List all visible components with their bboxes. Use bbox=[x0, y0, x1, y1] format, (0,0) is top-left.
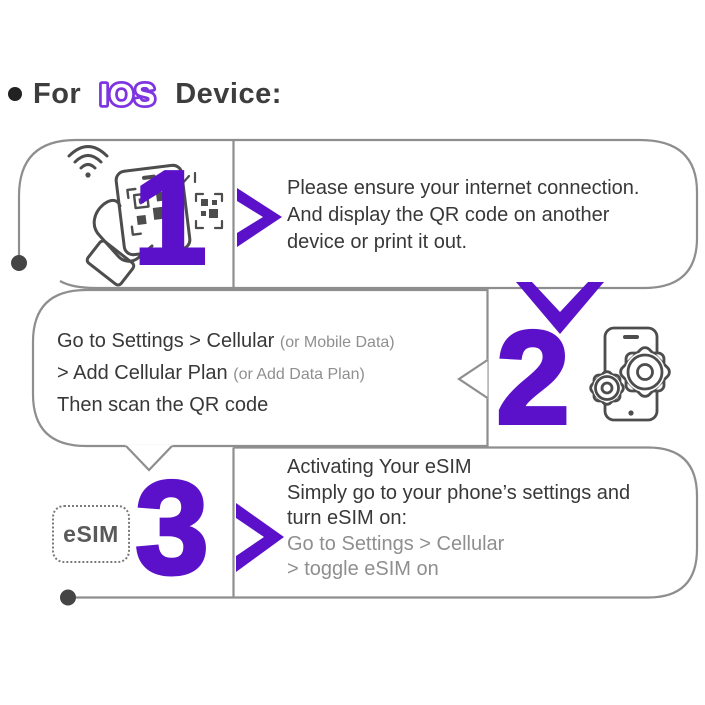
connector-dot-top bbox=[11, 255, 27, 271]
hand-phone-qr-icon bbox=[67, 145, 224, 287]
step3-line5: > toggle eSIM on bbox=[287, 558, 439, 580]
bubble-step1 bbox=[17, 138, 699, 290]
step3-line4: Go to Settings > Cellular bbox=[287, 532, 505, 555]
ios-logo-text: IOS bbox=[100, 77, 156, 112]
step1-number: 1 bbox=[131, 144, 208, 291]
title-prefix: For bbox=[33, 77, 82, 110]
phone-gears-icon bbox=[589, 326, 671, 422]
ios-logo: IOS bbox=[97, 74, 158, 115]
step3-number: 3 bbox=[133, 454, 210, 601]
wifi-icon bbox=[79, 163, 97, 170]
step2-number: 2 bbox=[494, 304, 571, 451]
chevron-right-step1-icon bbox=[237, 188, 282, 247]
step3-line1: Activating Your eSIM bbox=[287, 456, 472, 478]
page-title: For IOS Device: bbox=[8, 72, 282, 116]
step1-line2: And display the QR code on another bbox=[287, 204, 610, 226]
chevron-right-step3-icon bbox=[236, 503, 284, 572]
bullet-icon bbox=[8, 87, 22, 101]
step2-text: Go to Settings > Cellular (or Mobile Dat… bbox=[57, 326, 477, 421]
step2-line2: > Add Cellular Plan (or Add Data Plan) bbox=[57, 362, 365, 384]
esim-badge-label: eSIM bbox=[63, 520, 119, 547]
step3-line3: turn eSIM on: bbox=[287, 507, 408, 529]
bubble-step2-notch bbox=[458, 359, 488, 399]
hand-outline bbox=[92, 198, 154, 263]
bubble-step2 bbox=[31, 288, 489, 448]
gear-large-icon bbox=[619, 346, 671, 398]
step3-line2: Simply go to your phone’s settings and bbox=[287, 481, 631, 504]
step2-line3: Then scan the QR code bbox=[57, 394, 269, 416]
chevron-down-step2-icon bbox=[516, 282, 604, 334]
esim-badge: eSIM bbox=[52, 505, 130, 563]
bubble-step2-tail bbox=[125, 444, 173, 471]
step2-line1: Go to Settings > Cellular (or Mobile Dat… bbox=[57, 330, 395, 352]
step1-line3: device or print it out. bbox=[287, 231, 468, 253]
bubble-step3 bbox=[68, 446, 699, 599]
connector-dot-bottom bbox=[60, 589, 76, 606]
step2-line1-note: (or Mobile Data) bbox=[279, 334, 395, 351]
title-suffix: Device: bbox=[175, 77, 282, 110]
step1-line1: Please ensure your internet connection. bbox=[287, 177, 640, 199]
step1-text: Please ensure your internet connection. … bbox=[287, 175, 687, 256]
step3-text: Activating Your eSIM Simply go to your p… bbox=[287, 455, 692, 583]
gear-small-icon bbox=[589, 370, 625, 406]
step2-line2-note: (or Add Data Plan) bbox=[233, 366, 365, 383]
